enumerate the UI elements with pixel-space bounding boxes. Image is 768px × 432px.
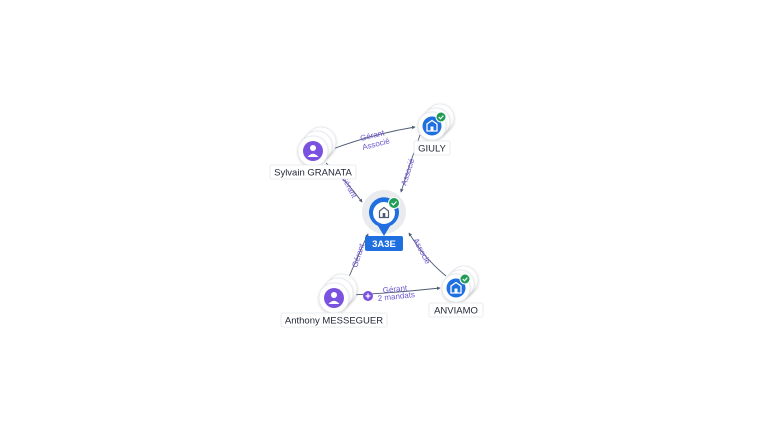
active-check-icon (388, 197, 400, 209)
node-label: 3A3E (372, 239, 396, 250)
edge-anviamo-center[interactable]: Associé (408, 232, 447, 277)
edge-label-associe: Associé (399, 157, 416, 187)
node-sylvain-granata[interactable]: Sylvain GRANATA (269, 126, 357, 180)
edge-sylvain-giuly[interactable]: Gérant Associé (329, 125, 416, 152)
node-anviamo[interactable]: ANVIAMO (428, 265, 484, 318)
company-building-icon (446, 278, 466, 298)
edge-label-gerant: Gérant (382, 283, 408, 295)
node-label: GIULY (418, 144, 446, 155)
node-label: Anthony MESSEGUER (285, 316, 383, 327)
edge-label-associe: Associé (411, 237, 432, 266)
person-icon (324, 288, 344, 308)
company-building-icon (422, 116, 442, 136)
node-label: Sylvain GRANATA (274, 168, 352, 179)
person-icon (303, 141, 323, 161)
active-check-icon (459, 273, 471, 285)
company-building-icon (378, 206, 390, 219)
node-giuly[interactable]: GIULY (413, 103, 455, 156)
edge-label-mandats: 2 mandats (377, 290, 415, 303)
edge-anthony-anviamo[interactable]: Gérant 2 mandats (349, 283, 441, 303)
node-3a3e[interactable]: 3A3E (362, 190, 406, 251)
active-check-icon (435, 111, 447, 123)
node-anthony-messeguer[interactable]: Anthony MESSEGUER (280, 273, 388, 328)
edge-label-gerant: Gérant (350, 242, 366, 269)
plus-icon[interactable] (363, 291, 373, 301)
node-label: ANVIAMO (434, 306, 478, 317)
